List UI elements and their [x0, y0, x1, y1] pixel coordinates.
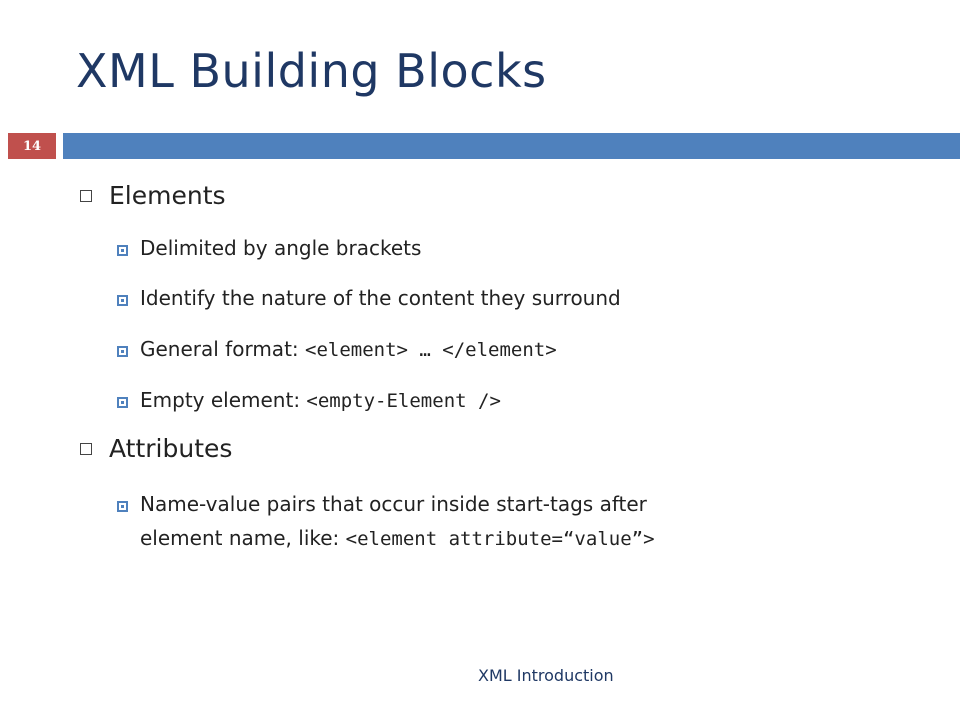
square-bullet-icon — [80, 189, 92, 202]
sub-bullet: Empty element: <empty-Element /> — [117, 388, 501, 418]
bullet-heading: Elements — [109, 181, 226, 210]
title-rule-bar — [63, 133, 960, 159]
sub-bullet-text: Identify the nature of the content they … — [140, 286, 621, 310]
filled-square-bullet-icon — [117, 346, 128, 357]
filled-square-bullet-icon — [117, 295, 128, 306]
sub-bullet: General format: <element> … </element> — [117, 337, 557, 367]
sub-bullet-text: General format: — [140, 337, 305, 361]
slide-number-badge: 14 — [8, 133, 56, 159]
sub-bullet-text-line1: Name-value pairs that occur inside start… — [140, 492, 647, 516]
filled-square-bullet-icon — [117, 245, 128, 256]
slide-title: XML Building Blocks — [76, 44, 547, 98]
slide-footer: XML Introduction — [478, 666, 614, 685]
code-sample: <empty-Element /> — [306, 390, 501, 412]
sub-bullet: Name-value pairs that occur inside start… — [117, 492, 655, 556]
bullet-elements: Elements — [80, 181, 226, 210]
square-bullet-icon — [80, 442, 92, 455]
code-sample: <element> … </element> — [305, 339, 557, 361]
bullet-attributes: Attributes — [80, 434, 232, 463]
filled-square-bullet-icon — [117, 501, 128, 512]
sub-bullet-text: Delimited by angle brackets — [140, 236, 422, 260]
sub-bullet-text-line2: element name, like: — [140, 526, 346, 550]
sub-bullet: Delimited by angle brackets — [117, 236, 421, 265]
bullet-heading: Attributes — [109, 434, 233, 463]
filled-square-bullet-icon — [117, 397, 128, 408]
sub-bullet-text: Empty element: — [140, 388, 307, 412]
title-rule-row: 14 — [0, 133, 960, 159]
code-sample: <element attribute=“value”> — [345, 528, 655, 550]
sub-bullet: Identify the nature of the content they … — [117, 286, 621, 315]
